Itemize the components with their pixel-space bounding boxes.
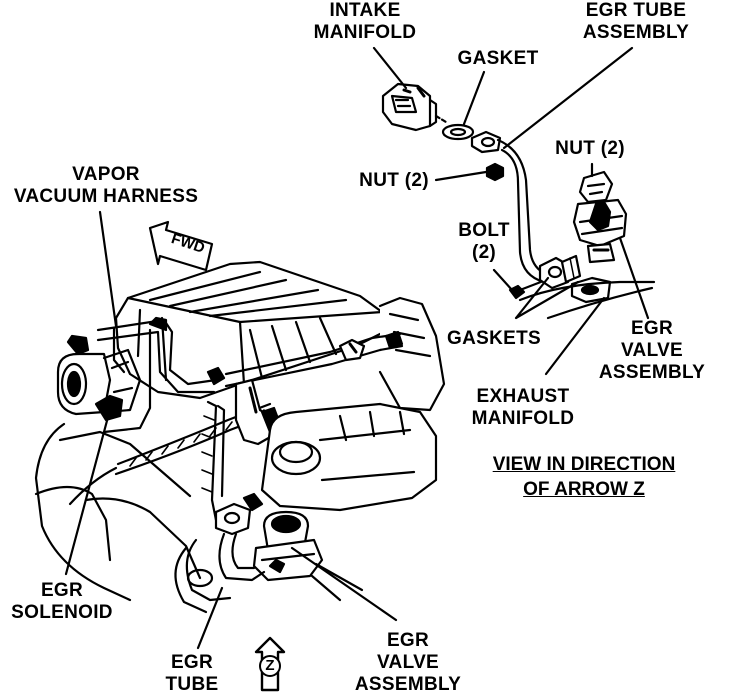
label-gaskets: GASKETS bbox=[447, 328, 541, 349]
label-gasket: GASKET bbox=[457, 48, 539, 69]
arrow-z-label: Z bbox=[265, 657, 275, 674]
main-view-drawing bbox=[34, 210, 446, 650]
label-nut-right: NUT (2) bbox=[555, 138, 625, 159]
label-exhaust-manifold: EXHAUST MANIFOLD bbox=[471, 386, 575, 429]
label-egr-tube: EGR TUBE bbox=[165, 652, 219, 695]
label-nut-left: NUT (2) bbox=[359, 170, 429, 191]
view-in-direction-title: VIEW IN DIRECTION OF ARROW Z bbox=[492, 454, 676, 500]
label-bolt: BOLT (2) bbox=[458, 220, 510, 263]
label-egr-tube-assembly: EGR TUBE ASSEMBLY bbox=[582, 0, 690, 43]
label-egr-solenoid: EGR SOLENOID bbox=[11, 580, 113, 623]
label-egr-valve-assembly-detail: EGR VALVE ASSEMBLY bbox=[598, 318, 706, 383]
label-egr-valve-assembly-main: EGR VALVE ASSEMBLY bbox=[354, 630, 462, 695]
label-vapor-vacuum-harness: VAPOR VACUUM HARNESS bbox=[13, 164, 199, 207]
detail-view-drawing bbox=[372, 46, 656, 376]
label-intake-manifold: INTAKE MANIFOLD bbox=[313, 0, 417, 43]
